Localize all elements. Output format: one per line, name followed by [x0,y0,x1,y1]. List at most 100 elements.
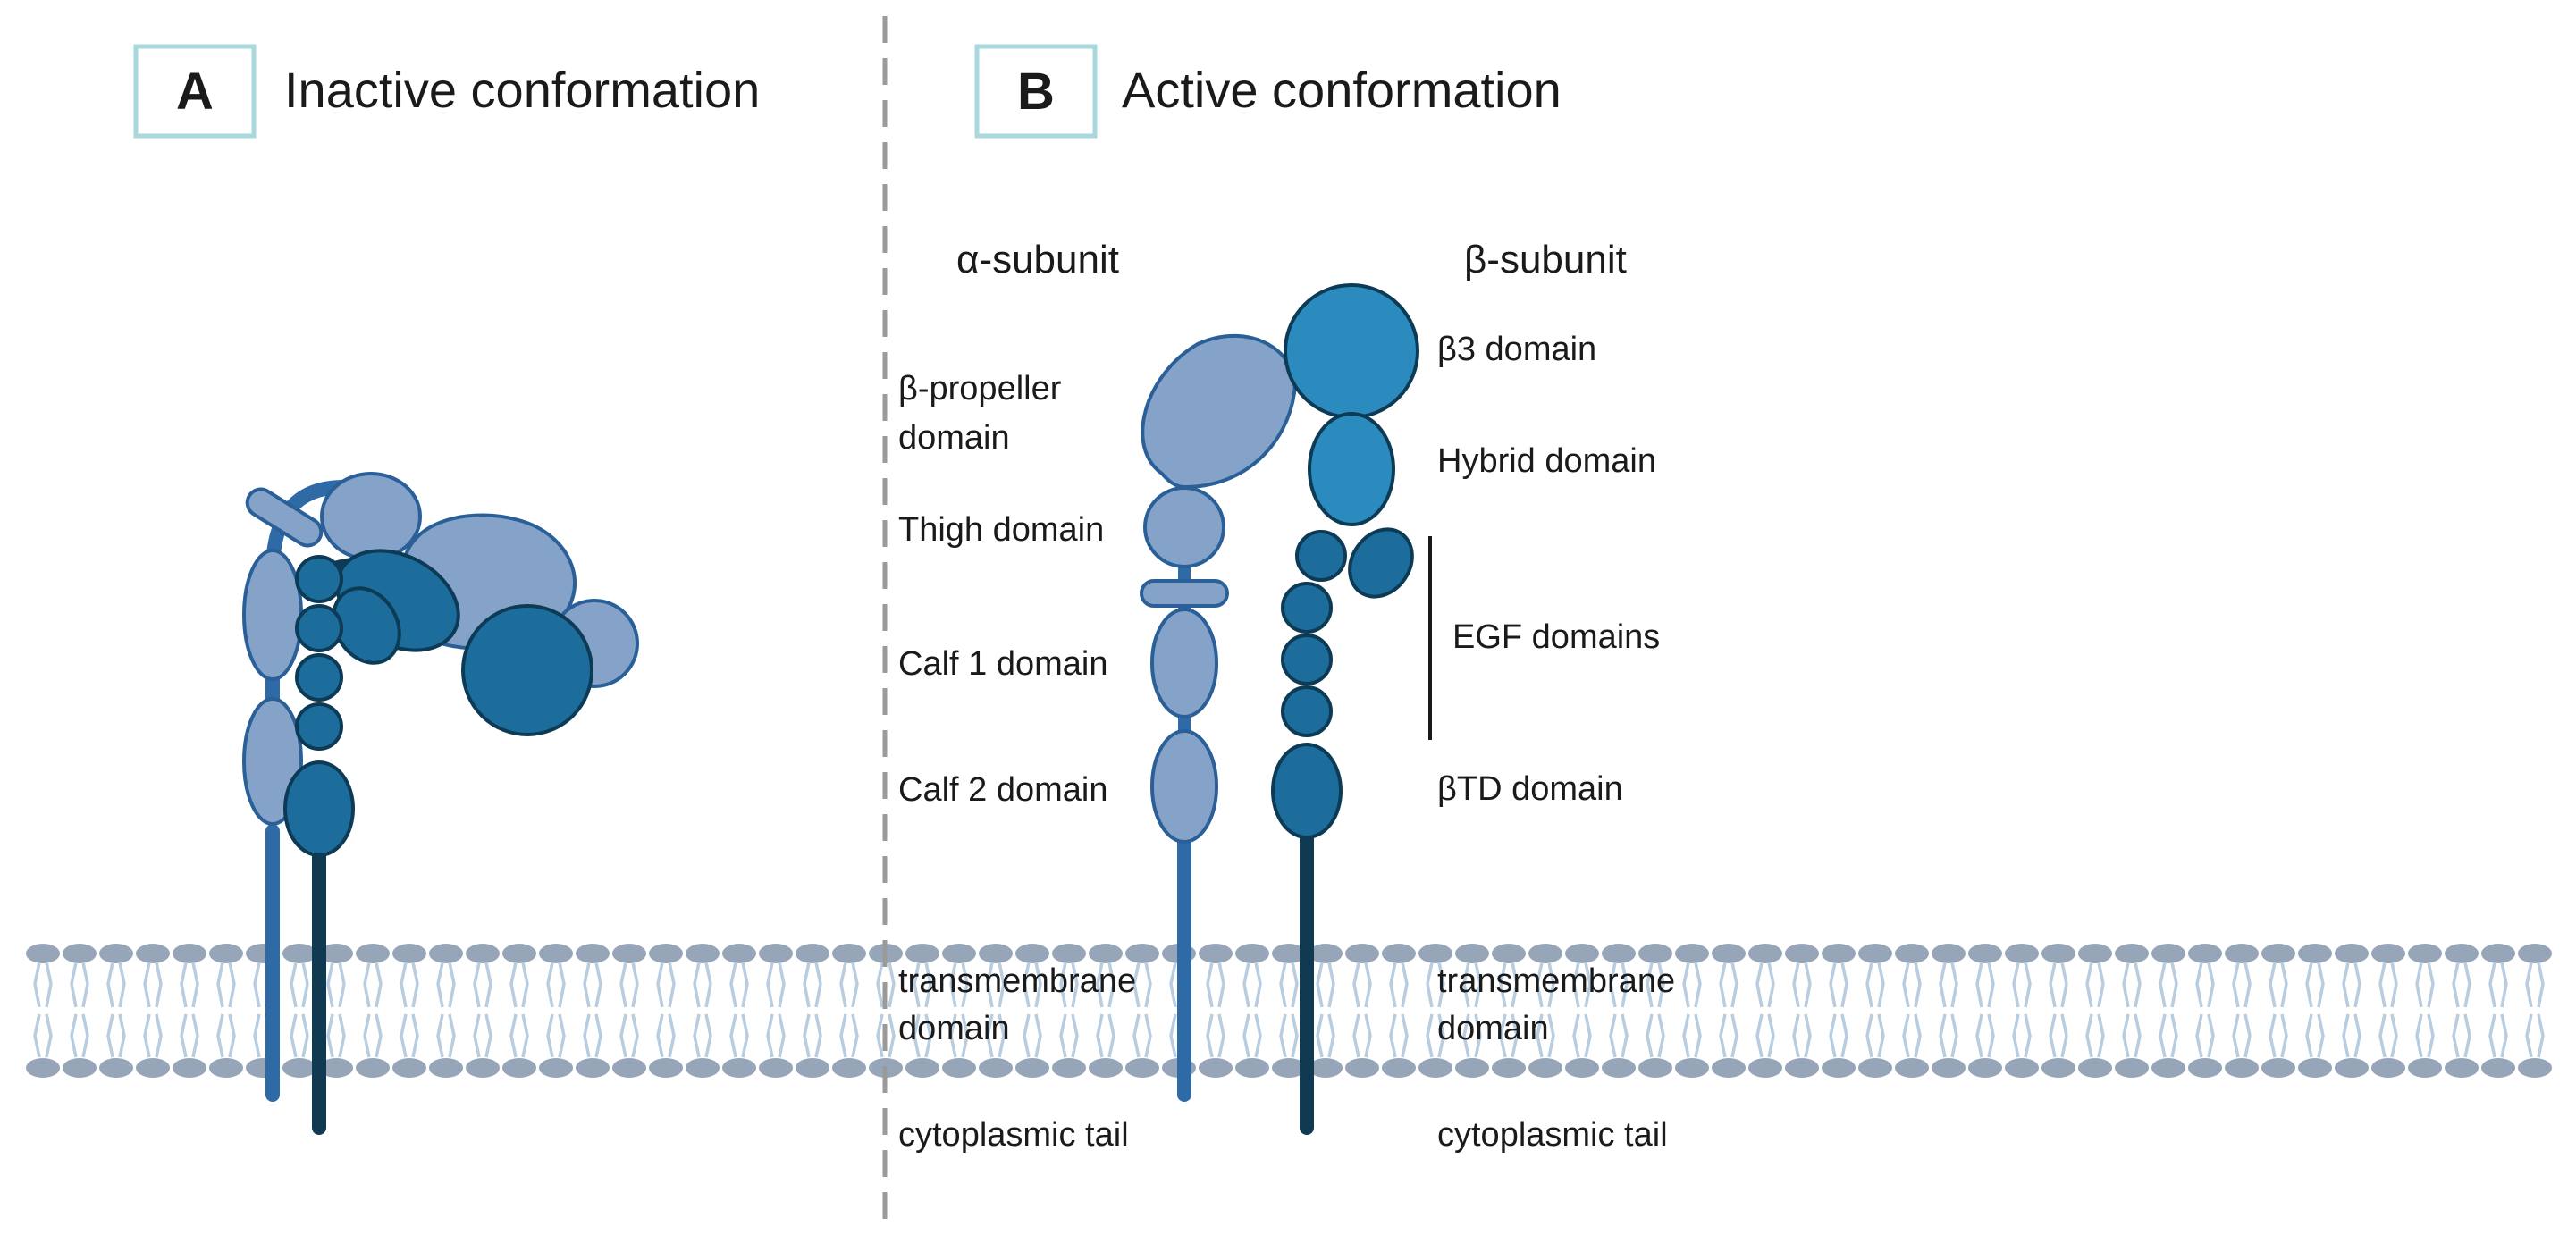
lipid-molecule [2076,942,2114,1080]
lipid-molecule [1710,942,1747,1080]
lipid-molecule [464,942,501,1080]
lipid-molecule [647,942,685,1080]
lipid-molecule [1820,942,1857,1080]
lipid-molecule [1930,942,1967,1080]
lipid-molecule [171,942,208,1080]
b3-label: β3 domain [1437,331,1596,368]
lipid-molecule [134,942,172,1080]
active-thigh-domain [1143,486,1225,568]
active-calf2-domain [1150,729,1218,844]
thigh-label: Thigh domain [898,511,1104,549]
inactive-thigh-domain [320,472,422,561]
lipid-molecule [794,942,831,1080]
inactive-egf-large [332,586,401,665]
active-btd-domain [1271,743,1343,839]
active-b3-domain [1284,283,1419,419]
lipid-molecule [354,942,391,1080]
inactive-btd-domain [283,760,355,857]
alpha-labels: α-subunit β-propeller domain Thigh domai… [898,238,1136,1154]
lipid-molecule [2260,942,2297,1080]
propeller-label-line1: β-propeller [898,370,1062,407]
lipid-molecule [684,942,721,1080]
lipid-molecule [1893,942,1931,1080]
panel-b-letter: B [1017,63,1055,121]
lipid-molecule [2040,942,2077,1080]
inactive-calf1-domain [242,549,303,681]
lipid-molecule [24,942,62,1080]
lipid-molecule [537,942,575,1080]
active-integrin [1140,283,1432,1135]
lipid-molecule [2443,942,2480,1080]
beta-tail-label: cytoplasmic tail [1437,1116,1668,1154]
lipid-molecule [1233,942,1271,1080]
alpha-tm-label-line2: domain [898,1010,1010,1047]
lipid-molecule [2333,942,2370,1080]
active-egf-domain-4 [1281,685,1333,737]
lipid-molecule [97,942,135,1080]
lipid-molecule [427,942,465,1080]
beta-tm-label-line2: domain [1437,1010,1549,1047]
inactive-b3-domain [461,604,593,736]
lipid-molecule [61,942,98,1080]
lipid-molecule [1673,942,1711,1080]
lipid-molecule [2479,942,2517,1080]
lipid-molecule [2113,942,2151,1080]
panel-b-header: B Active conformation [974,44,1562,139]
lipid-molecule [2406,942,2444,1080]
calf1-label: Calf 1 domain [898,645,1107,683]
egf-label: EGF domains [1452,618,1660,656]
inactive-egf-domain-4 [295,702,343,751]
alpha-tail-label: cytoplasmic tail [898,1116,1129,1154]
lipid-molecule [1197,942,1234,1080]
cell-membrane [24,942,2554,1080]
calf2-label: Calf 2 domain [898,771,1107,809]
lipid-molecule [391,942,428,1080]
active-hybrid-domain [1308,412,1395,526]
lipid-molecule [2296,942,2334,1080]
lipid-molecule [2516,942,2554,1080]
panel-a-letter-box [133,44,257,139]
lipid-molecule [2003,942,2041,1080]
hybrid-label: Hybrid domain [1437,442,1656,480]
lipid-molecule [281,942,318,1080]
lipid-molecule [1380,942,1418,1080]
beta-labels: β-subunit β3 domain Hybrid domain EGF do… [1437,238,1675,1154]
inactive-egf-domain-2 [295,604,343,652]
active-propeller-domain [1141,333,1297,490]
inactive-integrin [242,472,639,1135]
panel-a-title: Inactive conformation [284,62,760,118]
active-egf-large [1348,527,1414,599]
lipid-molecule [207,942,245,1080]
active-calf1-domain [1150,608,1218,718]
lipid-molecule [1343,942,1381,1080]
lipid-molecule [830,942,868,1080]
panel-b-title: Active conformation [1122,62,1562,118]
lipid-molecule [501,942,538,1080]
beta-subunit-title: β-subunit [1464,238,1627,281]
alpha-subunit-title: α-subunit [956,238,1119,281]
panel-b-letter-box [974,44,1098,139]
panel-a-letter: A [176,63,214,121]
lipid-molecule [610,942,648,1080]
lipid-molecule [757,942,795,1080]
inactive-thigh-linker [245,487,324,548]
lipid-molecule [2150,942,2187,1080]
lipid-molecule [1966,942,2004,1080]
panel-a-header: A Inactive conformation [133,44,760,139]
active-egf-domain-2 [1281,582,1333,634]
lipid-molecule [2223,942,2260,1080]
active-egf-domain-1 [1295,530,1347,582]
inactive-egf-domain-1 [295,555,343,603]
propeller-label-line2: domain [898,419,1010,457]
lipid-molecule [2186,942,2224,1080]
beta-tm-label-line1: transmembrane [1437,962,1675,1000]
lipid-molecule [2370,942,2407,1080]
btd-label: βTD domain [1437,770,1623,808]
active-thigh-linker [1140,579,1229,608]
alpha-tm-label-line1: transmembrane [898,962,1136,1000]
active-egf-domain-3 [1281,634,1333,685]
lipid-molecule [1747,942,1784,1080]
lipid-molecule [1856,942,1894,1080]
lipid-molecule [720,942,758,1080]
